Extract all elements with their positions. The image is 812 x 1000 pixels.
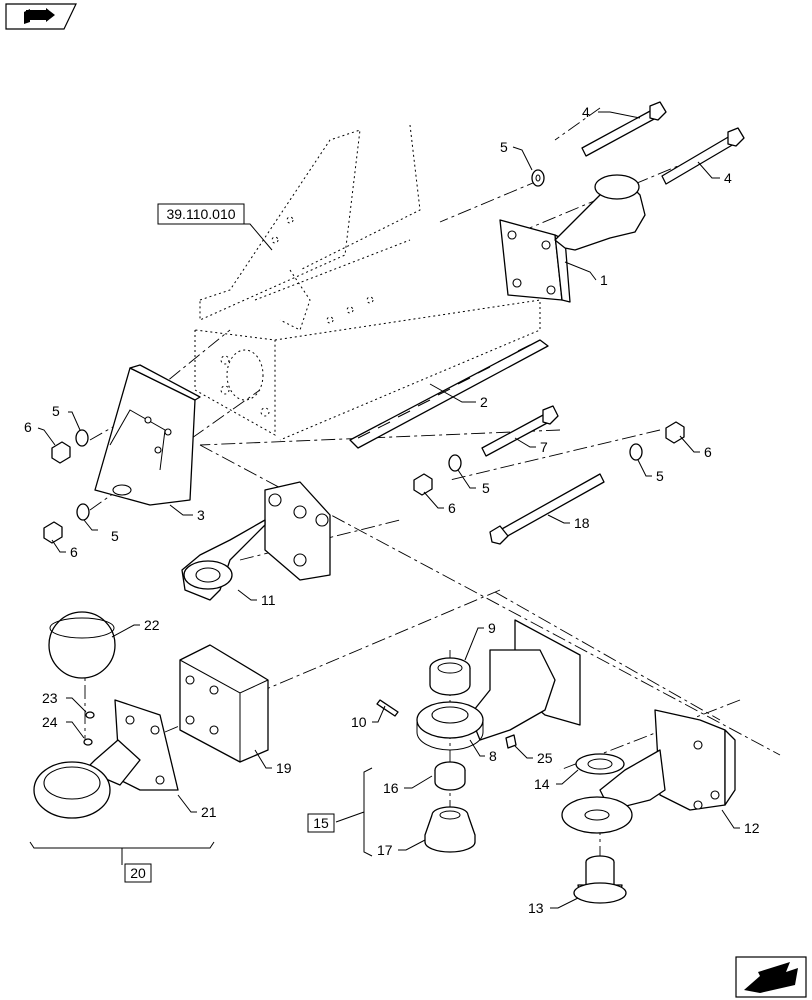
label-17: 17 xyxy=(377,842,393,858)
label-5b: 5 xyxy=(52,403,60,419)
label-6a: 6 xyxy=(24,419,32,435)
label-2: 2 xyxy=(480,394,488,410)
label-7: 7 xyxy=(540,439,548,455)
part-21-ball-hitch xyxy=(33,699,179,819)
part-1-hitch-body xyxy=(499,174,646,303)
assembly-20-box[interactable]: 20 xyxy=(124,863,152,883)
label-5c: 5 xyxy=(111,528,119,544)
part-16-ring xyxy=(434,761,466,791)
label-9: 9 xyxy=(488,620,496,636)
label-19: 19 xyxy=(276,760,292,776)
label-10: 10 xyxy=(351,714,367,730)
label-8: 8 xyxy=(489,748,497,764)
part-10-pin xyxy=(376,699,399,717)
label-25: 25 xyxy=(537,750,553,766)
part-14-washer xyxy=(575,753,625,775)
part-22-ball xyxy=(48,611,116,679)
label-4b: 4 xyxy=(724,170,732,186)
part-3-bracket xyxy=(94,364,201,506)
part-11-drawbar-eye xyxy=(181,481,331,601)
label-1: 1 xyxy=(600,272,608,288)
label-22: 22 xyxy=(144,617,160,633)
label-23: 23 xyxy=(42,690,58,706)
part-7-bolt xyxy=(481,405,559,457)
assembly-15-box[interactable]: 15 xyxy=(307,813,335,833)
part-19-block xyxy=(179,644,269,763)
label-24: 24 xyxy=(42,714,58,730)
part-6-nuts xyxy=(43,421,685,544)
label-3: 3 xyxy=(197,507,205,523)
label-15: 15 xyxy=(313,815,329,831)
book-arrow-icon[interactable] xyxy=(5,3,77,30)
label-5e: 5 xyxy=(656,468,664,484)
assembly-20-bracket xyxy=(29,841,215,865)
label-18: 18 xyxy=(574,515,590,531)
reference-label: 39.110.010 xyxy=(166,206,235,222)
label-16: 16 xyxy=(383,780,399,796)
label-5a: 5 xyxy=(500,139,508,155)
chassis-frame-reference xyxy=(194,124,541,441)
part-labels: 1 2 3 4 4 5 5 5 5 5 6 6 6 6 7 8 9 10 11 … xyxy=(24,104,760,916)
label-6b: 6 xyxy=(70,544,78,560)
label-12: 12 xyxy=(744,820,760,836)
label-20: 20 xyxy=(130,865,146,881)
assembly-15-bracket xyxy=(335,767,373,857)
label-14: 14 xyxy=(534,776,550,792)
leader-lines xyxy=(37,111,740,909)
label-6c: 6 xyxy=(448,500,456,516)
label-5d: 5 xyxy=(482,480,490,496)
reference-box[interactable]: 39.110.010 xyxy=(157,203,245,225)
part-12-hitch xyxy=(561,709,736,834)
label-13: 13 xyxy=(528,900,544,916)
part-13-pin xyxy=(573,855,627,904)
part-17-socket xyxy=(424,806,476,853)
part-9-bushing xyxy=(429,657,471,696)
part-25-grease-nipple xyxy=(505,734,517,749)
part-4-bolt-a xyxy=(581,101,667,157)
label-4a: 4 xyxy=(582,104,590,120)
part-2-chain xyxy=(349,339,549,449)
next-arrow-icon[interactable] xyxy=(735,956,807,998)
part-5-washers xyxy=(75,169,643,521)
part-23-24-fittings xyxy=(83,711,95,746)
label-6d: 6 xyxy=(704,444,712,460)
part-8-hitch-plate xyxy=(416,619,581,751)
label-21: 21 xyxy=(201,804,217,820)
part-18-bolt xyxy=(489,473,605,545)
label-11: 11 xyxy=(261,592,276,608)
part-4-bolt-b xyxy=(661,127,745,185)
